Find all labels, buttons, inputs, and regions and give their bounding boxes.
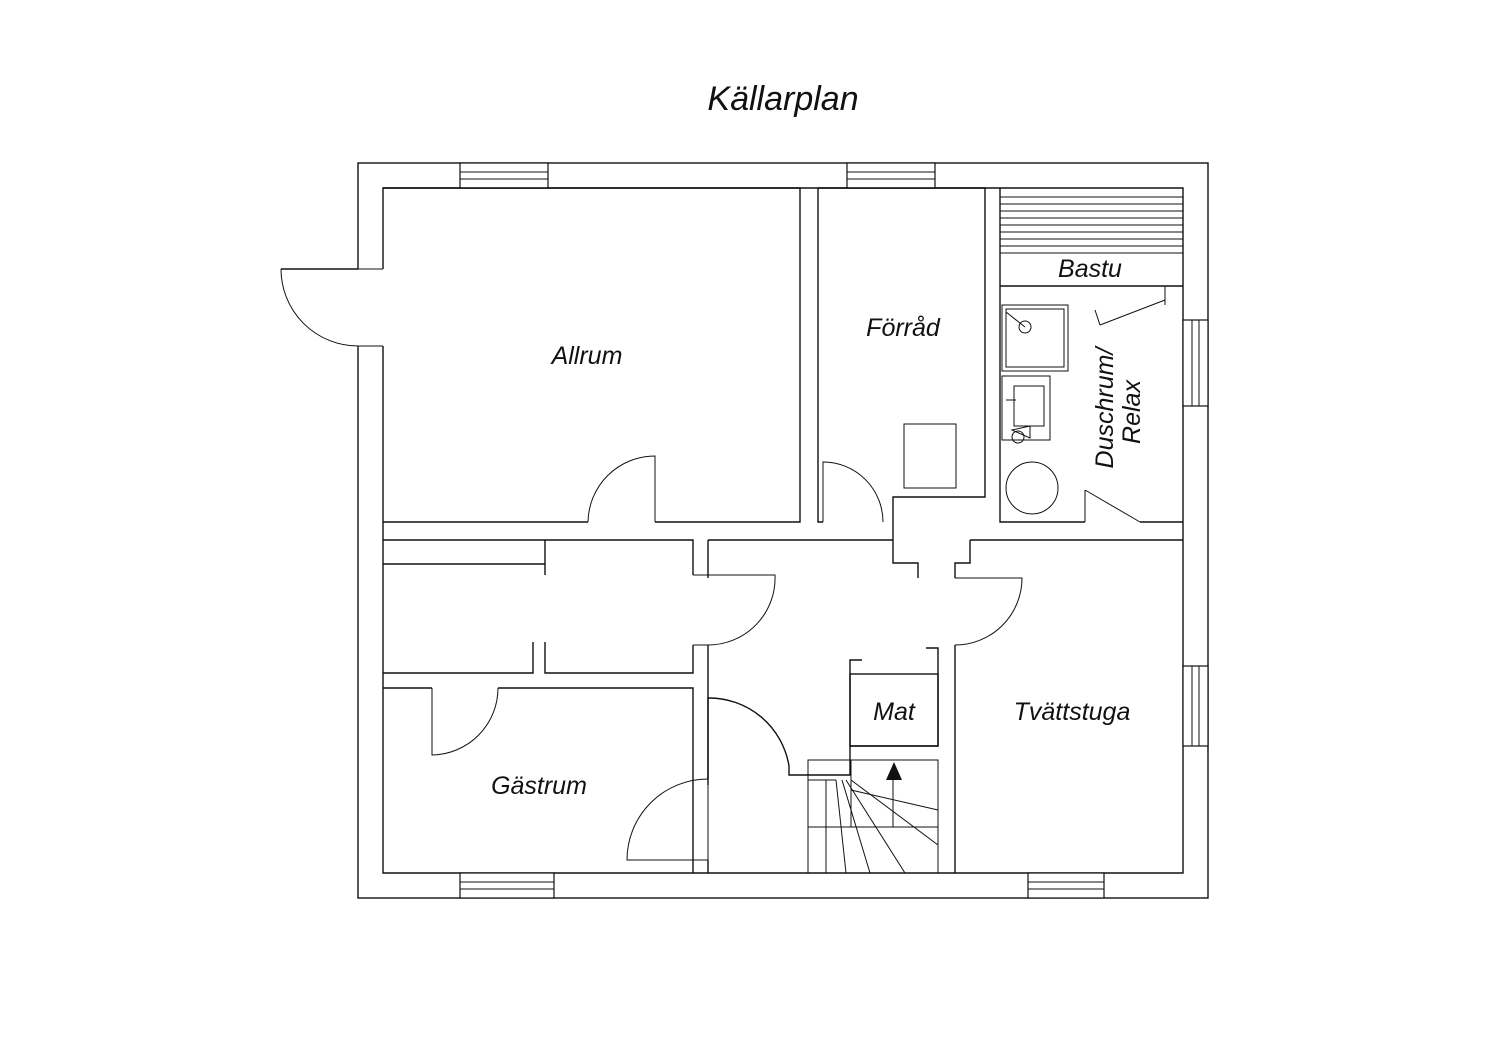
room-label-duschrum-line1: Duschrum/ (1091, 345, 1119, 469)
mat-room (849, 673, 939, 747)
lower-door (626, 778, 709, 861)
room-label-tvattstuga: Tvättstuga (1014, 698, 1131, 726)
sink-icon (1001, 375, 1051, 441)
tub-icon (1005, 461, 1059, 515)
bastu-door (1094, 286, 1166, 326)
bastu-walls (999, 188, 1183, 523)
hall-walls (707, 539, 1183, 785)
room-label-bastu: Bastu (1058, 255, 1122, 283)
windows (459, 162, 1209, 899)
room-label-allrum: Allrum (550, 342, 623, 370)
gastrum-door (431, 687, 499, 756)
shower-icon (1001, 304, 1069, 372)
allrum-walls (383, 187, 801, 523)
storage-walls (383, 539, 694, 873)
stairs (807, 759, 939, 874)
room-label-mat: Mat (873, 698, 916, 726)
lower-hall-walls (707, 647, 939, 873)
stair-arrow-icon (886, 762, 902, 780)
sauna-benches (1000, 196, 1183, 254)
entrance-door (280, 268, 388, 347)
duschrum-door (1084, 489, 1141, 523)
storage-door-right (693, 574, 776, 646)
inner-wall-outline (382, 187, 1184, 874)
outer-wall-outline (357, 162, 1209, 899)
forrad-appliance (903, 423, 957, 489)
toilet-icon (1010, 425, 1031, 444)
plan-title: Källarplan (707, 80, 859, 118)
forrad-walls (817, 187, 986, 540)
room-label-forrad: Förråd (866, 314, 941, 342)
room-label-gastrum: Gästrum (491, 772, 587, 800)
tvattstuga-door (954, 577, 1023, 646)
room-label-duschrum-line2: Relax (1118, 379, 1146, 444)
allrum-door (587, 455, 656, 523)
forrad-door (822, 461, 884, 523)
